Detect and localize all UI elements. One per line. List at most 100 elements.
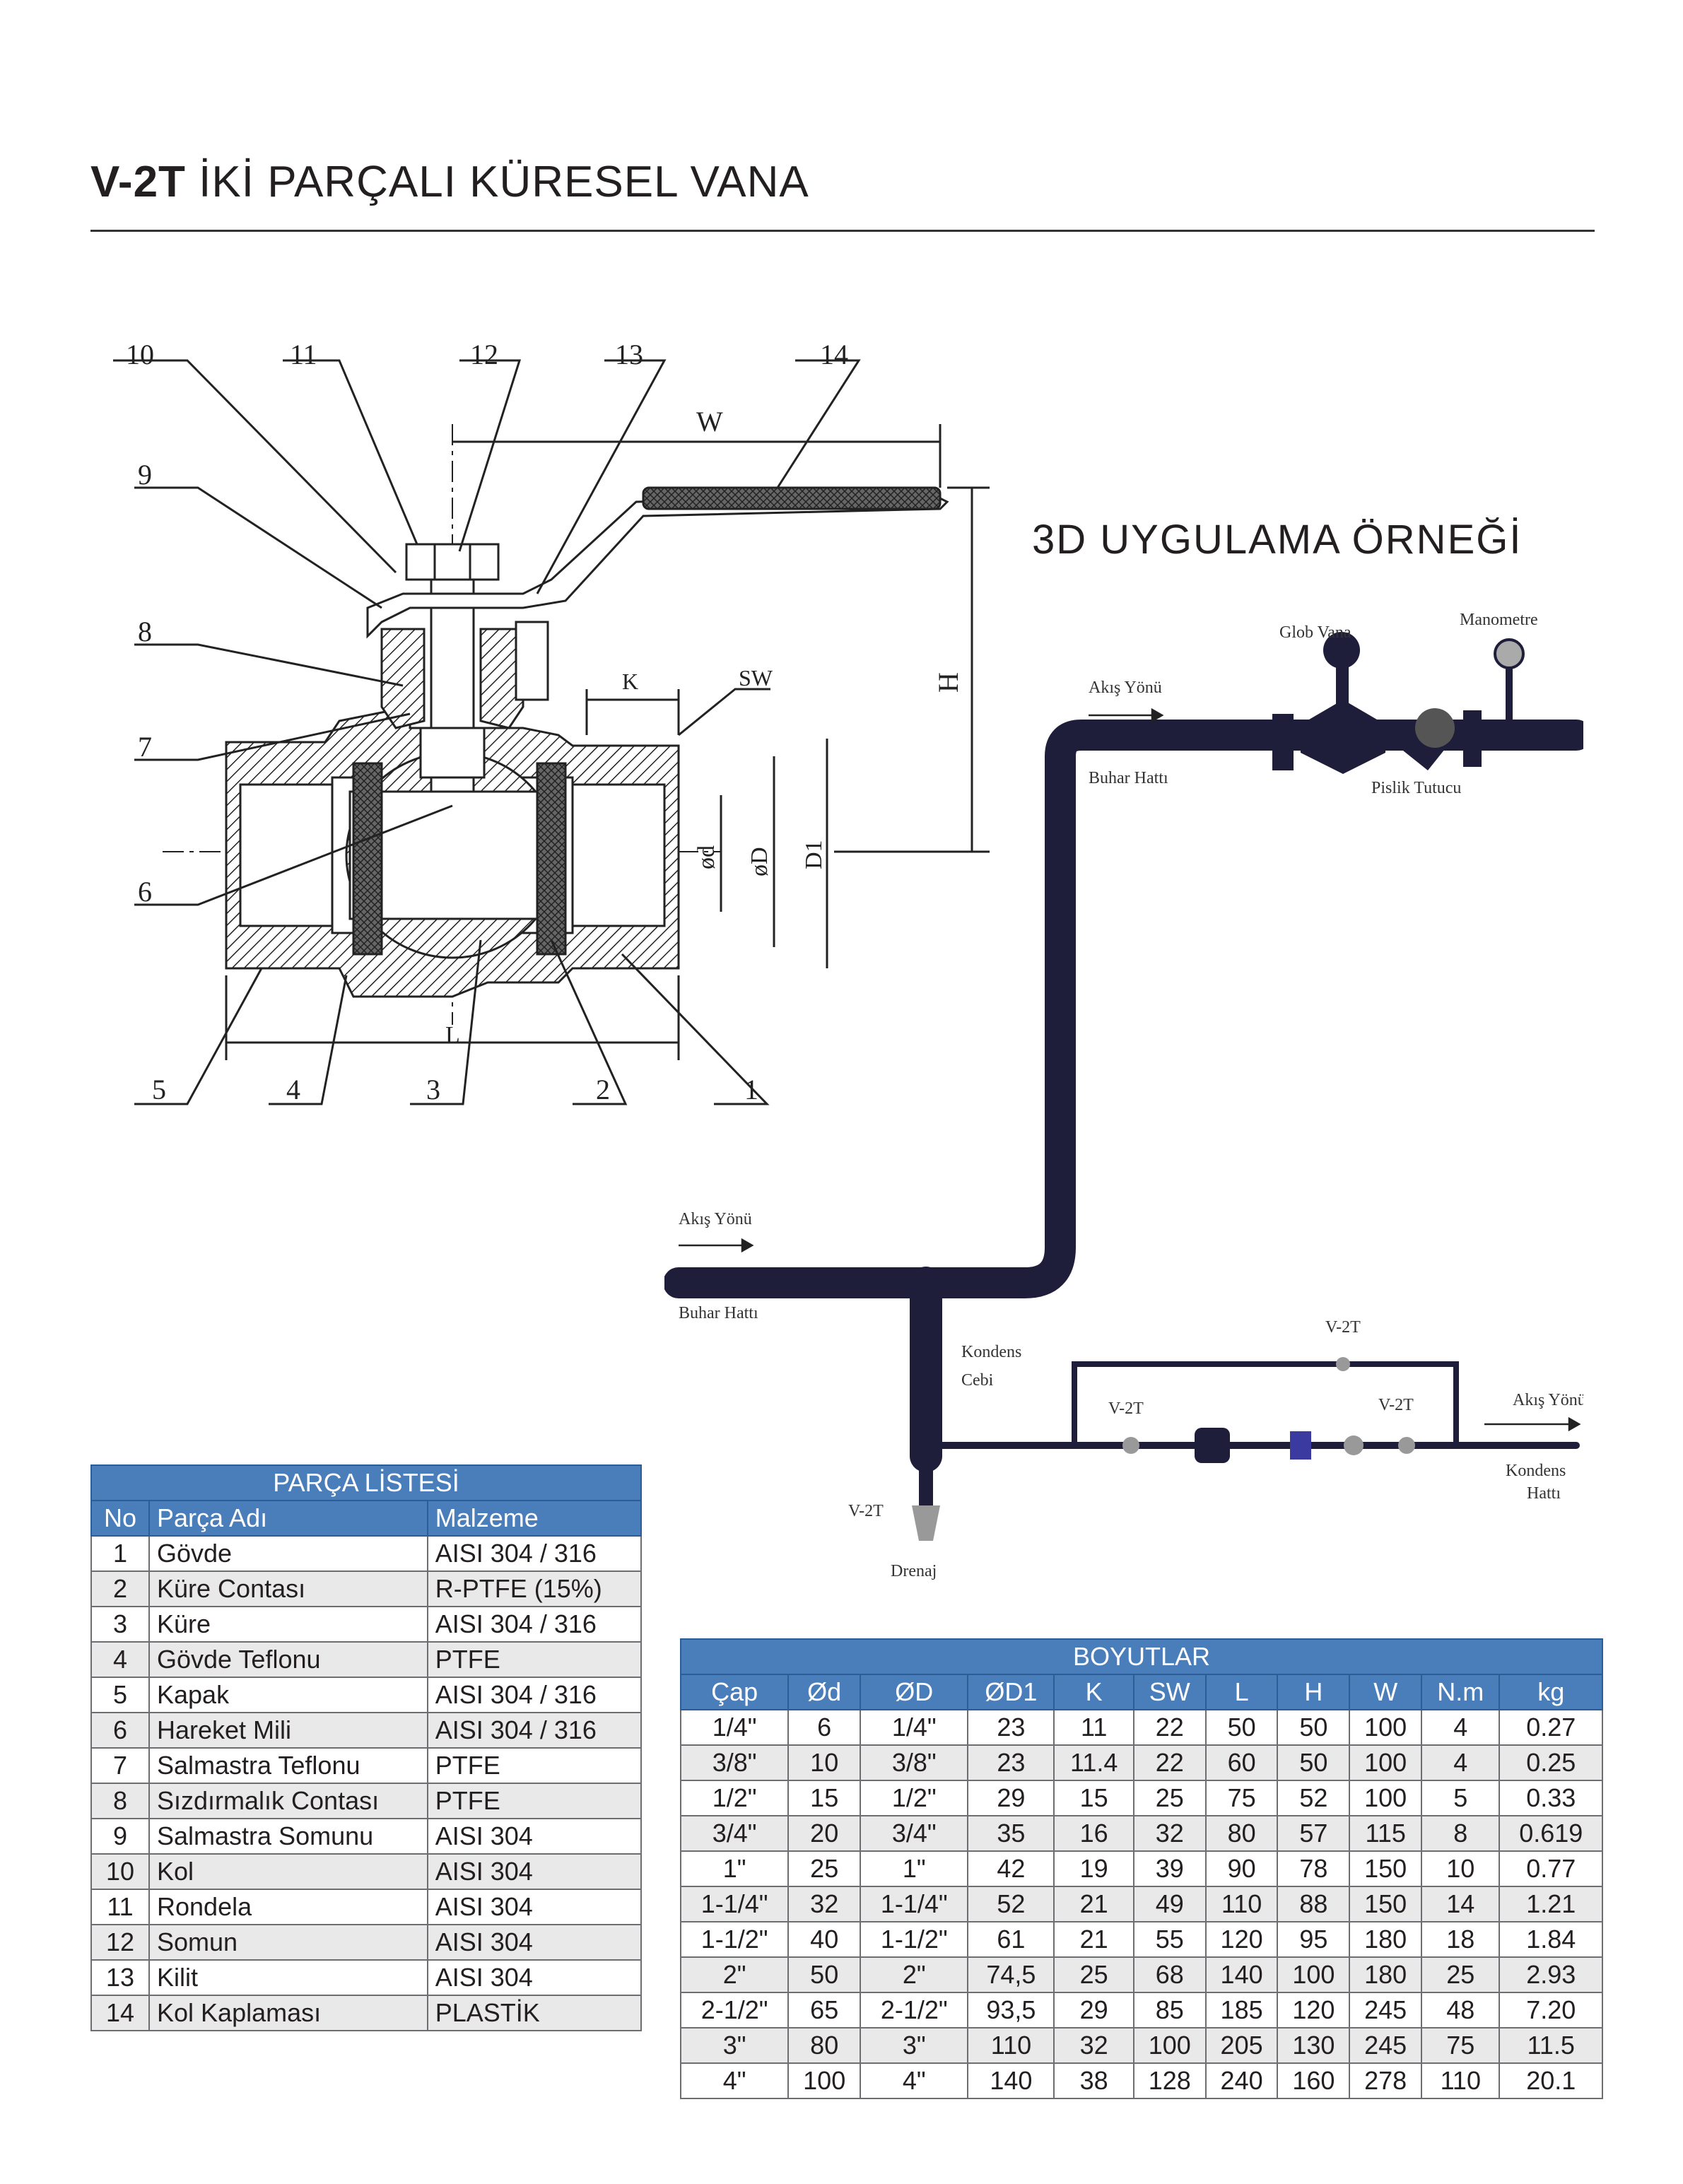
table-cell: 90 (1204, 1850, 1279, 1887)
table-cell: 21 (1053, 1921, 1134, 1958)
table-cell: 3" (860, 2027, 969, 2064)
table-cell: 29 (967, 1780, 1055, 1816)
table-cell: 49 (1132, 1886, 1207, 1922)
table-cell: 6 (90, 1712, 150, 1749)
table-cell: Sızdırmalık Contası (148, 1783, 428, 1819)
table-cell: 7.20 (1499, 1992, 1603, 2029)
dimensions-header: H (1277, 1674, 1351, 1710)
parts-header: Parça Adı (148, 1500, 428, 1537)
table-cell: 110 (1421, 2062, 1501, 2099)
table-cell: 5 (90, 1677, 150, 1713)
table-cell: 38 (1053, 2062, 1134, 2099)
table-cell: PTFE (426, 1783, 643, 1819)
condensate-line-label-2: Hattı (1527, 1484, 1561, 1503)
dim-h: H (932, 672, 964, 693)
table-cell: 3/8" (860, 1744, 969, 1781)
dimensions-header: SW (1132, 1674, 1207, 1710)
table-cell: 23 (967, 1744, 1055, 1781)
table-cell: 0.27 (1499, 1709, 1603, 1746)
table-cell: 4" (860, 2062, 969, 2099)
table-cell: 32 (1132, 1815, 1207, 1852)
table-cell: 40 (787, 1921, 862, 1958)
table-cell: 20.1 (1499, 2062, 1603, 2099)
table-cell: PTFE (426, 1641, 643, 1678)
dimensions-caption: BOYUTLAR (680, 1638, 1603, 1675)
table-cell: 11.5 (1499, 2027, 1603, 2064)
table-cell: 4 (1421, 1709, 1501, 1746)
table-cell: Hareket Mili (148, 1712, 428, 1749)
table-cell: 240 (1204, 2062, 1279, 2099)
table-cell: 88 (1277, 1886, 1351, 1922)
table-cell: 3" (679, 2027, 790, 2064)
table-cell: 2.93 (1499, 1956, 1603, 1993)
page-title: V-2T İKİ PARÇALI KÜRESEL VANA (90, 157, 809, 207)
table-cell: 11 (90, 1889, 150, 1925)
dim-d: ød (693, 845, 720, 869)
globe-valve-label: Glob Vana (1279, 623, 1351, 642)
table-cell: 10 (787, 1744, 862, 1781)
dimensions-header: K (1053, 1674, 1134, 1710)
table-cell: 48 (1421, 1992, 1501, 2029)
table-cell: 35 (967, 1815, 1055, 1852)
condensate-pocket-label-1: Kondens (961, 1343, 1021, 1361)
table-cell: R-PTFE (15%) (426, 1571, 643, 1607)
table-cell: 100 (1349, 1780, 1423, 1816)
table-cell: 130 (1277, 2027, 1351, 2064)
table-cell: 80 (787, 2027, 862, 2064)
table-cell: 1 (90, 1535, 150, 1572)
table-cell: 22 (1132, 1709, 1207, 1746)
table-cell: 13 (90, 1959, 150, 1996)
flow-direction-left: Akış Yönü (679, 1210, 752, 1228)
table-cell: 25 (1132, 1780, 1207, 1816)
table-cell: Küre (148, 1606, 428, 1643)
v2t-label-inlet: V-2T (1108, 1399, 1144, 1418)
condensate-line-label-1: Kondens (1506, 1462, 1566, 1480)
application-title: 3D UYGULAMA ÖRNEĞİ (1032, 517, 1523, 563)
table-cell: Gövde Teflonu (148, 1641, 428, 1678)
table-cell: PLASTİK (426, 1995, 643, 2031)
table-cell: AISI 304 (426, 1889, 643, 1925)
dim-w: W (696, 406, 723, 438)
table-cell: 52 (1277, 1780, 1351, 1816)
condensate-pocket-label-2: Cebi (961, 1371, 994, 1390)
strainer-label: Pislik Tutucu (1371, 779, 1461, 797)
table-cell: 50 (1277, 1744, 1351, 1781)
dimensions-header: ØD1 (967, 1674, 1055, 1710)
table-cell: 61 (967, 1921, 1055, 1958)
v2t-label-outlet: V-2T (1378, 1396, 1414, 1414)
callout-2: 2 (596, 1074, 610, 1105)
table-cell: 278 (1349, 2062, 1423, 2099)
table-cell: 15 (1053, 1780, 1134, 1816)
flow-direction-right: Akış Yönü (1513, 1391, 1583, 1409)
table-cell: 75 (1204, 1780, 1279, 1816)
table-cell: 93,5 (967, 1992, 1055, 2029)
table-cell: 0.25 (1499, 1744, 1603, 1781)
table-cell: 0.33 (1499, 1780, 1603, 1816)
dimensions-header: W (1349, 1674, 1423, 1710)
table-cell: 245 (1349, 2027, 1423, 2064)
table-cell: 185 (1204, 1992, 1279, 2029)
table-cell: 1.84 (1499, 1921, 1603, 1958)
table-cell: 100 (1349, 1744, 1423, 1781)
callout-7: 7 (138, 731, 152, 763)
manometer-label: Manometre (1460, 611, 1538, 629)
table-cell: 78 (1277, 1850, 1351, 1887)
table-cell: PTFE (426, 1747, 643, 1784)
